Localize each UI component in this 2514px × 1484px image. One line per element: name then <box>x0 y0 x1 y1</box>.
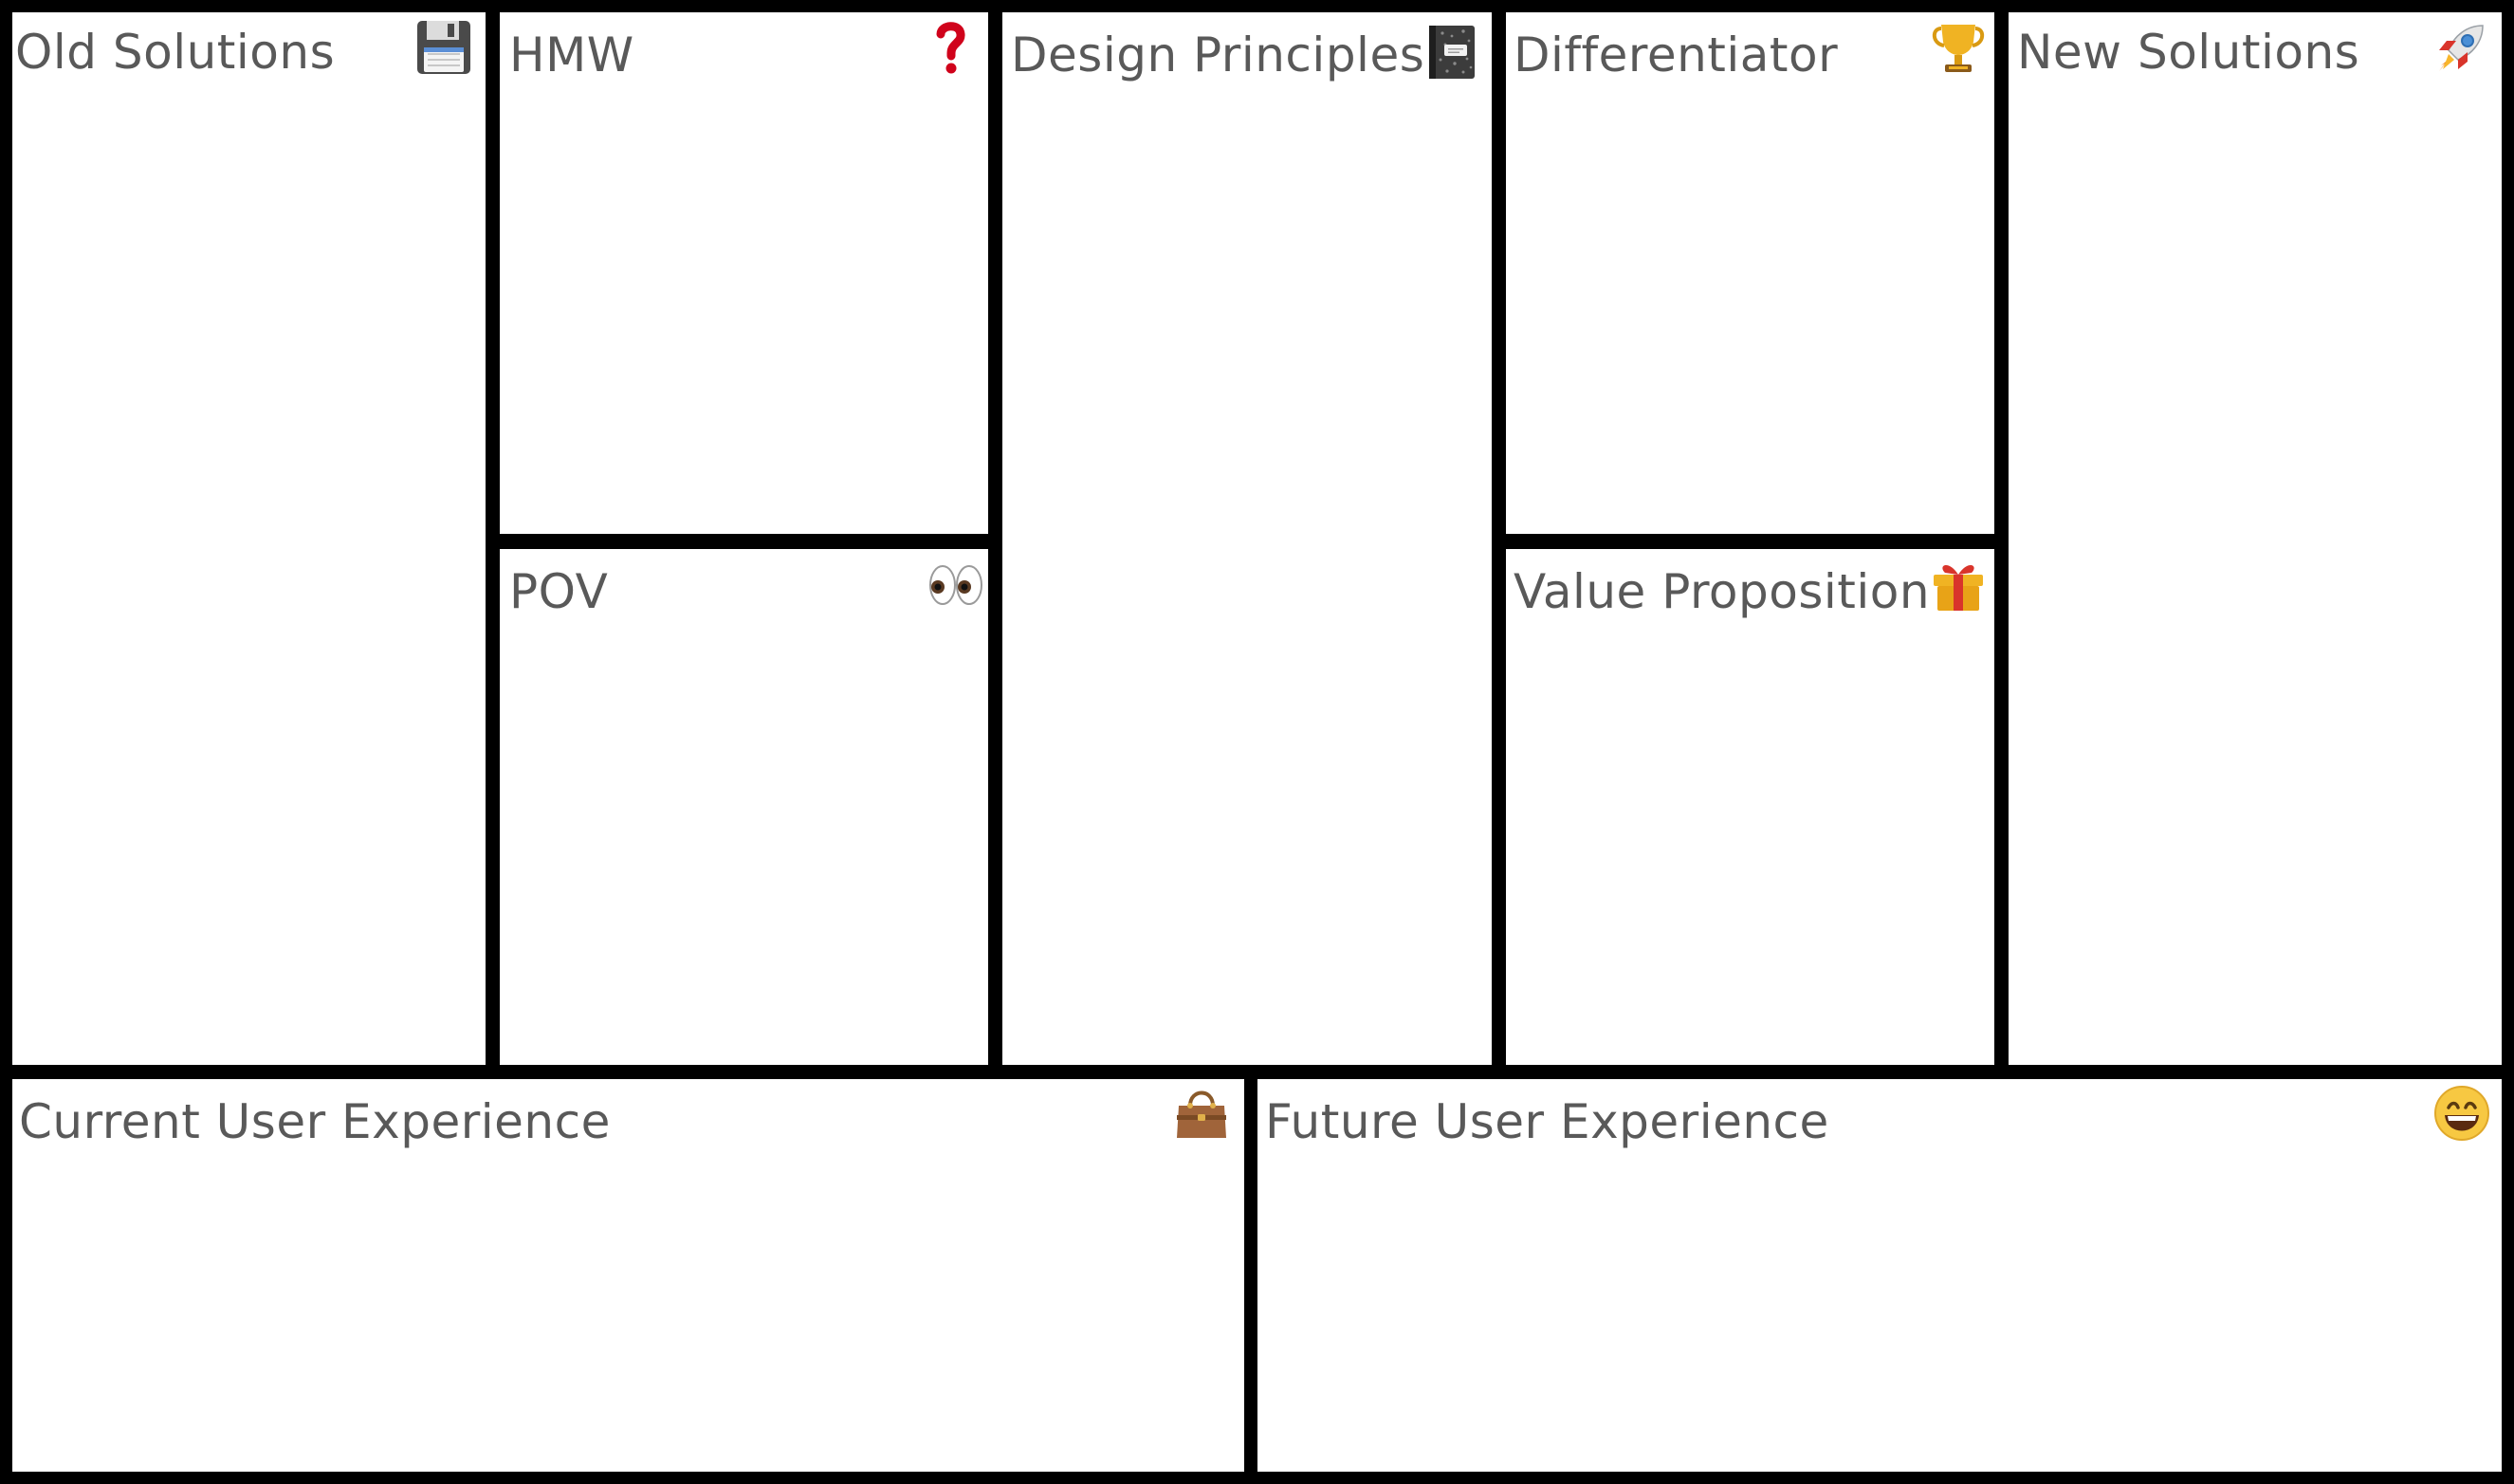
notebook-icon <box>1422 22 1482 82</box>
trophy-icon <box>1928 17 1989 78</box>
panel-new-solutions[interactable]: New Solutions <box>2009 12 2502 1065</box>
eyes-icon <box>926 555 986 615</box>
panel-design-principles[interactable]: Design Principles <box>1002 12 1492 1065</box>
floppy-disk-icon <box>413 17 474 78</box>
panel-pov[interactable]: POV <box>500 549 988 1065</box>
panel-title-new-solutions: New Solutions <box>2017 25 2360 80</box>
panel-current-user-experience[interactable]: Current User Experience <box>12 1079 1244 1472</box>
panel-hmw[interactable]: HMW <box>500 12 988 534</box>
handbag-icon <box>1171 1083 1232 1144</box>
panel-title-current-user-experience: Current User Experience <box>19 1094 611 1149</box>
panel-title-old-solutions: Old Solutions <box>15 25 336 80</box>
panel-title-future-user-experience: Future User Experience <box>1265 1094 1829 1149</box>
panel-title-hmw: HMW <box>509 27 634 82</box>
panel-title-pov: POV <box>509 564 609 619</box>
panel-title-design-principles: Design Principles <box>1011 27 1425 82</box>
rocket-icon <box>2430 18 2490 79</box>
panel-future-user-experience[interactable]: Future User Experience <box>1257 1079 2502 1472</box>
gift-icon <box>1928 554 1989 614</box>
smiling-face-icon <box>2431 1083 2492 1144</box>
panel-title-differentiator: Differentiator <box>1514 27 1839 82</box>
panel-value-proposition[interactable]: Value Proposition <box>1506 549 1994 1065</box>
panel-title-value-proposition: Value Proposition <box>1514 564 1931 619</box>
panel-old-solutions[interactable]: Old Solutions <box>12 12 486 1065</box>
panel-differentiator[interactable]: Differentiator <box>1506 12 1994 534</box>
question-mark-icon <box>920 17 981 78</box>
